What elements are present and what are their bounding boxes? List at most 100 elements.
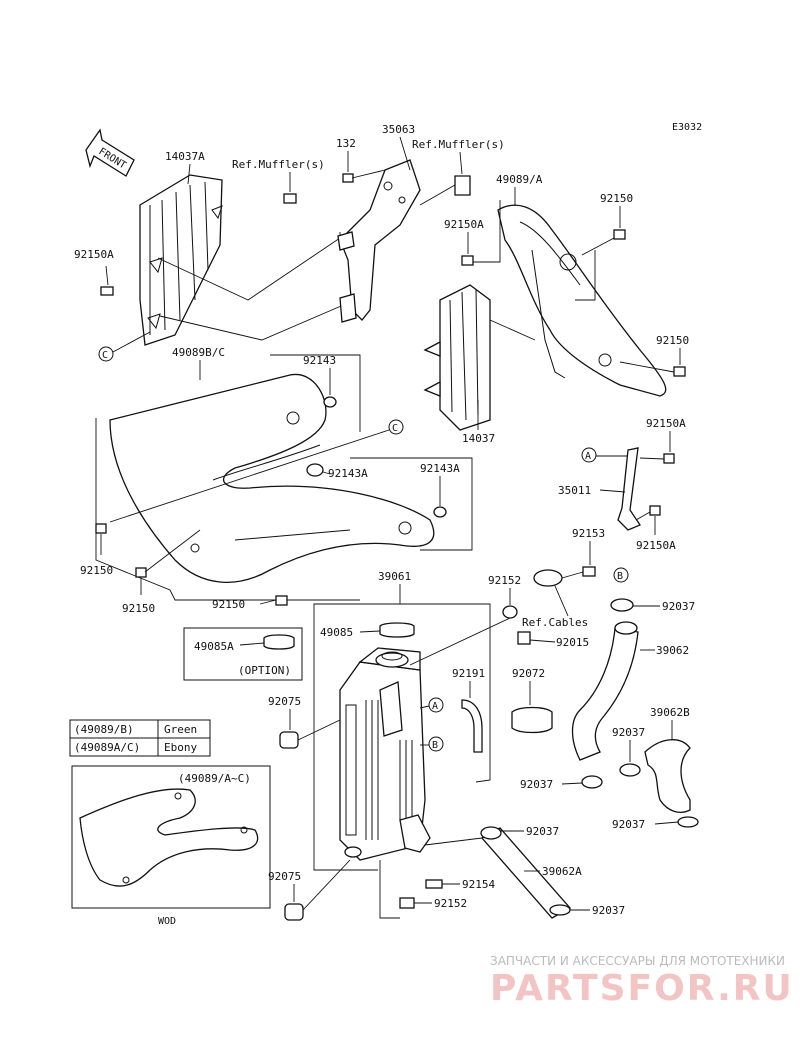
hose-clamp-icon xyxy=(619,763,641,777)
label-35063: 35063 xyxy=(382,123,415,136)
ref-c-left: C xyxy=(102,350,108,361)
color-table-color-2: Ebony xyxy=(164,741,197,754)
label-92037-lower: 92037 xyxy=(526,825,559,838)
hose-clamp-icon xyxy=(610,598,634,612)
label-49089A: 49089/A xyxy=(496,173,543,186)
color-table-part-2: (49089A/C) xyxy=(74,741,140,754)
label-132: 132 xyxy=(336,137,356,150)
watermark-logo: PARTSFOR.RU xyxy=(490,968,794,1009)
clip-icon xyxy=(517,631,531,645)
radiator-cap-seal-icon xyxy=(263,634,295,650)
label-92154: 92154 xyxy=(462,878,495,891)
label-92075-top: 92075 xyxy=(268,695,301,708)
inset-caption: WOD xyxy=(158,916,176,927)
label-49085: 49085 xyxy=(320,626,353,639)
label-92143: 92143 xyxy=(303,354,336,367)
radiator-hose-upper xyxy=(571,621,639,761)
ref-a-stay: A xyxy=(585,451,591,462)
hose-clamp-icon xyxy=(677,816,699,828)
front-arrow-icon: FRONT xyxy=(85,128,135,177)
hose-clamp-icon xyxy=(549,904,571,916)
radiator-hose-elbow xyxy=(644,739,691,813)
label-39061: 39061 xyxy=(378,570,411,583)
label-92150-top-right: 92150 xyxy=(600,192,633,205)
label-49085A: 49085A xyxy=(194,640,234,653)
label-92143A-right: 92143A xyxy=(420,462,460,475)
cable-clamp-icon xyxy=(533,569,563,587)
grommet-icon xyxy=(323,396,337,408)
collar-icon xyxy=(502,605,518,619)
grommet-icon xyxy=(306,463,324,477)
inset-box: (49089/A~C) WOD xyxy=(71,765,271,927)
vertical-bracket xyxy=(423,284,536,431)
label-49089BC: 49089B/C xyxy=(172,346,225,359)
label-92191: 92191 xyxy=(452,667,485,680)
label-92150A-mid: 92150A xyxy=(444,218,484,231)
label-92150-right: 92150 xyxy=(656,334,689,347)
breather-tube xyxy=(461,699,483,753)
label-14037: 14037 xyxy=(462,432,495,445)
inset-title: (49089/A~C) xyxy=(178,772,251,785)
label-92152-bottom: 92152 xyxy=(434,897,467,910)
label-92072: 92072 xyxy=(512,667,545,680)
radiator-stay xyxy=(617,447,641,531)
bolt-icon xyxy=(399,897,415,909)
bolt-icon xyxy=(425,879,443,889)
shroud-bracket-left xyxy=(139,174,223,346)
bolt-icon xyxy=(100,286,114,296)
bolt-icon xyxy=(275,595,288,606)
label-92037-mid: 92037 xyxy=(612,726,645,739)
grommet-icon xyxy=(433,506,447,518)
ref-a-radiator: A xyxy=(432,701,438,712)
color-table-color-1: Green xyxy=(164,723,197,736)
radiator xyxy=(339,647,431,861)
bolt-icon xyxy=(461,255,474,266)
radiator-shroud-left xyxy=(109,373,435,583)
label-92150A-right: 92150A xyxy=(646,417,686,430)
label-92150A-lower: 92150A xyxy=(636,539,676,552)
label-92143A-center: 92143A xyxy=(328,467,368,480)
bolt-icon xyxy=(135,567,147,578)
label-92150-left-2: 92150 xyxy=(122,602,155,615)
label-option: (OPTION) xyxy=(238,664,291,677)
bolt-icon xyxy=(673,366,686,377)
label-92150A-left: 92150A xyxy=(74,248,114,261)
radiator-cap-seal-icon xyxy=(379,622,415,638)
bolt-icon xyxy=(95,523,107,534)
bolt-icon xyxy=(613,229,626,240)
diagram-code: E3032 xyxy=(672,122,702,133)
hose-clamp-icon xyxy=(581,775,603,789)
label-92152-top: 92152 xyxy=(488,574,521,587)
frame-bracket xyxy=(337,159,421,323)
bolt-icon xyxy=(283,193,297,204)
label-92037-top: 92037 xyxy=(662,600,695,613)
label-92150-left-1: 92150 xyxy=(80,564,113,577)
label-92037-left: 92037 xyxy=(520,778,553,791)
label-ref-muffler-right: Ref.Muffler(s) xyxy=(412,138,505,151)
bolt-icon xyxy=(582,566,596,577)
grommet-icon xyxy=(279,731,299,749)
label-92075-bottom: 92075 xyxy=(268,870,301,883)
label-92153: 92153 xyxy=(572,527,605,540)
watermark-tagline: ЗАПЧАСТИ И АКСЕССУАРЫ ДЛЯ МОТОТЕХНИКИ xyxy=(490,954,785,968)
label-ref-muffler-left: Ref.Muffler(s) xyxy=(232,158,325,171)
label-ref-cables: Ref.Cables xyxy=(522,616,588,629)
radiator-shroud-right xyxy=(497,204,667,397)
label-92150-bottom: 92150 xyxy=(212,598,245,611)
label-39062: 39062 xyxy=(656,644,689,657)
band-icon xyxy=(511,706,553,734)
label-39062B: 39062B xyxy=(650,706,690,719)
label-92037-bottom: 92037 xyxy=(592,904,625,917)
ref-b-right: B xyxy=(617,571,623,582)
color-table: (49089/B) Green (49089A/C) Ebony xyxy=(69,719,211,757)
label-92015: 92015 xyxy=(556,636,589,649)
label-35011: 35011 xyxy=(558,484,591,497)
label-92037-right: 92037 xyxy=(612,818,645,831)
ref-c-mid: C xyxy=(392,423,398,434)
ref-b-radiator: B xyxy=(432,740,438,751)
label-14037A: 14037A xyxy=(165,150,205,163)
label-39062A: 39062A xyxy=(542,865,582,878)
color-table-part-1: (49089/B) xyxy=(74,723,134,736)
grommet-icon xyxy=(284,903,304,921)
